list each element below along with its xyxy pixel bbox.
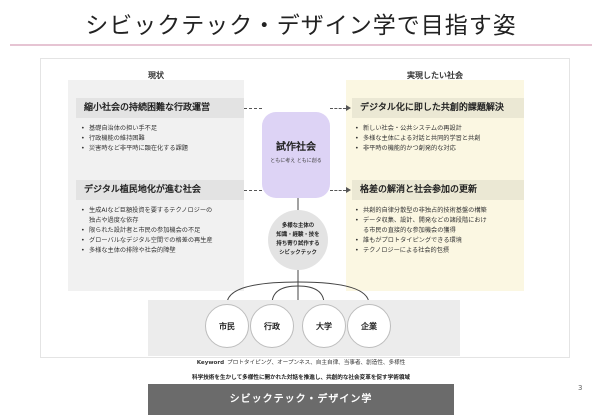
current-section-2-list: 生成AIなど巨額投資を要するテクノロジーの 独占や過度な依存 限られた設計者と市… bbox=[80, 206, 213, 256]
keyword-text: プロトタイピング、オープンネス、自主自律、当事者、創造性、多様性 bbox=[227, 360, 406, 366]
list-item: 災害時など非平時に顕在化する課題 bbox=[80, 144, 188, 154]
diagram-frame bbox=[40, 58, 570, 358]
list-item-continuation: 独占や過度な依存 bbox=[89, 217, 139, 224]
arrow-line-right-top bbox=[330, 108, 346, 109]
slide-title: シビックテック・デザイン学で目指す姿 bbox=[85, 13, 517, 39]
civic-tech-line: 知識・経験・技を bbox=[276, 232, 320, 238]
actor-citizens: 市民 bbox=[205, 304, 249, 348]
list-item: 誰もがプロトタイピングできる環境 bbox=[354, 236, 487, 246]
actor-university: 大学 bbox=[302, 304, 346, 348]
list-item: 生成AIなど巨額投資を要するテクノロジーの bbox=[80, 206, 213, 216]
civic-tech-line: 多様な主体の bbox=[281, 223, 315, 229]
list-item: データ収集、設計、開発などの諸段階におけ bbox=[354, 216, 487, 226]
current-section-1-list: 基礎自治体の担い手不足 行政機能の維持困難 災害時など非平時に顕在化する課題 bbox=[80, 124, 188, 154]
list-item: 非平時の機能的かつ創発的な対応 bbox=[354, 144, 480, 154]
arrow-head-right-top-icon bbox=[346, 105, 351, 111]
arrow-line-right-bottom bbox=[330, 190, 346, 191]
list-item: 新しい社会・公共システムの再設計 bbox=[354, 124, 480, 134]
civic-tech-line: 持ち寄り試作する bbox=[276, 241, 320, 247]
arrow-line-left-bottom bbox=[244, 190, 262, 191]
future-section-2-heading: 格差の解消と社会参加の更新 bbox=[352, 180, 524, 200]
future-section-1-list: 新しい社会・公共システムの再設計 多様な主体による対話と共同的学習と共創 非平時… bbox=[354, 124, 480, 154]
list-item: 基礎自治体の担い手不足 bbox=[80, 124, 188, 134]
current-section-1-heading: 縮小社会の持続困難な行政運営 bbox=[76, 98, 244, 118]
arrow-line-left-top bbox=[244, 108, 262, 109]
list-item: グローバルなデジタル空間での格差の再生産 bbox=[80, 236, 213, 246]
list-item: 独占や過度な依存 bbox=[80, 216, 213, 226]
keyword-label: Keyword bbox=[196, 360, 225, 366]
future-section-1-heading: デジタル化に即した共創的課題解決 bbox=[352, 98, 524, 118]
current-section-2-heading: デジタル植民地化が進む社会 bbox=[76, 180, 244, 200]
list-item: 多様な主体による対話と共同的学習と共創 bbox=[354, 134, 480, 144]
footer-title-bar: シビックテック・デザイン学 bbox=[148, 384, 454, 415]
future-section-2-list: 共創的自律分散型の非独占的技術基盤の構築 データ収集、設計、開発などの諸段階にお… bbox=[354, 206, 487, 256]
actor-companies: 企業 bbox=[347, 304, 391, 348]
civic-tech-circle: 多様な主体の 知識・経験・技を 持ち寄り試作する シビックテック bbox=[268, 210, 328, 270]
current-column-label: 現状 bbox=[148, 71, 164, 80]
trial-society-title: 試作社会 bbox=[276, 142, 316, 153]
list-item: 行政機能の維持困難 bbox=[80, 134, 188, 144]
list-item-continuation: る市民の直接的な参加機会の獲得 bbox=[363, 227, 456, 234]
actor-government: 行政 bbox=[250, 304, 294, 348]
summary-text: 科学技術を生かして多様性に開かれた対話を推進し、共創的な社会変革を促す学術領域 bbox=[192, 375, 410, 381]
page-number: 3 bbox=[578, 384, 583, 392]
list-item: テクノロジーによる社会的包摂 bbox=[354, 246, 487, 256]
civic-tech-line: シビックテック bbox=[279, 250, 317, 256]
trial-society-subtitle: ともに考え ともに創る bbox=[270, 158, 322, 164]
list-item: 共創的自律分散型の非独占的技術基盤の構築 bbox=[354, 206, 487, 216]
list-item: 限られた設計者と市民の参加機会の不足 bbox=[80, 226, 213, 236]
trial-society-box: 試作社会 ともに考え ともに創る bbox=[262, 112, 330, 198]
list-item: る市民の直接的な参加機会の獲得 bbox=[354, 226, 487, 236]
list-item: 多様な主体の排除や社会的障壁 bbox=[80, 246, 213, 256]
arrow-head-right-bottom-icon bbox=[346, 187, 351, 193]
title-divider bbox=[10, 44, 592, 46]
future-column-label: 実現したい社会 bbox=[407, 71, 463, 80]
